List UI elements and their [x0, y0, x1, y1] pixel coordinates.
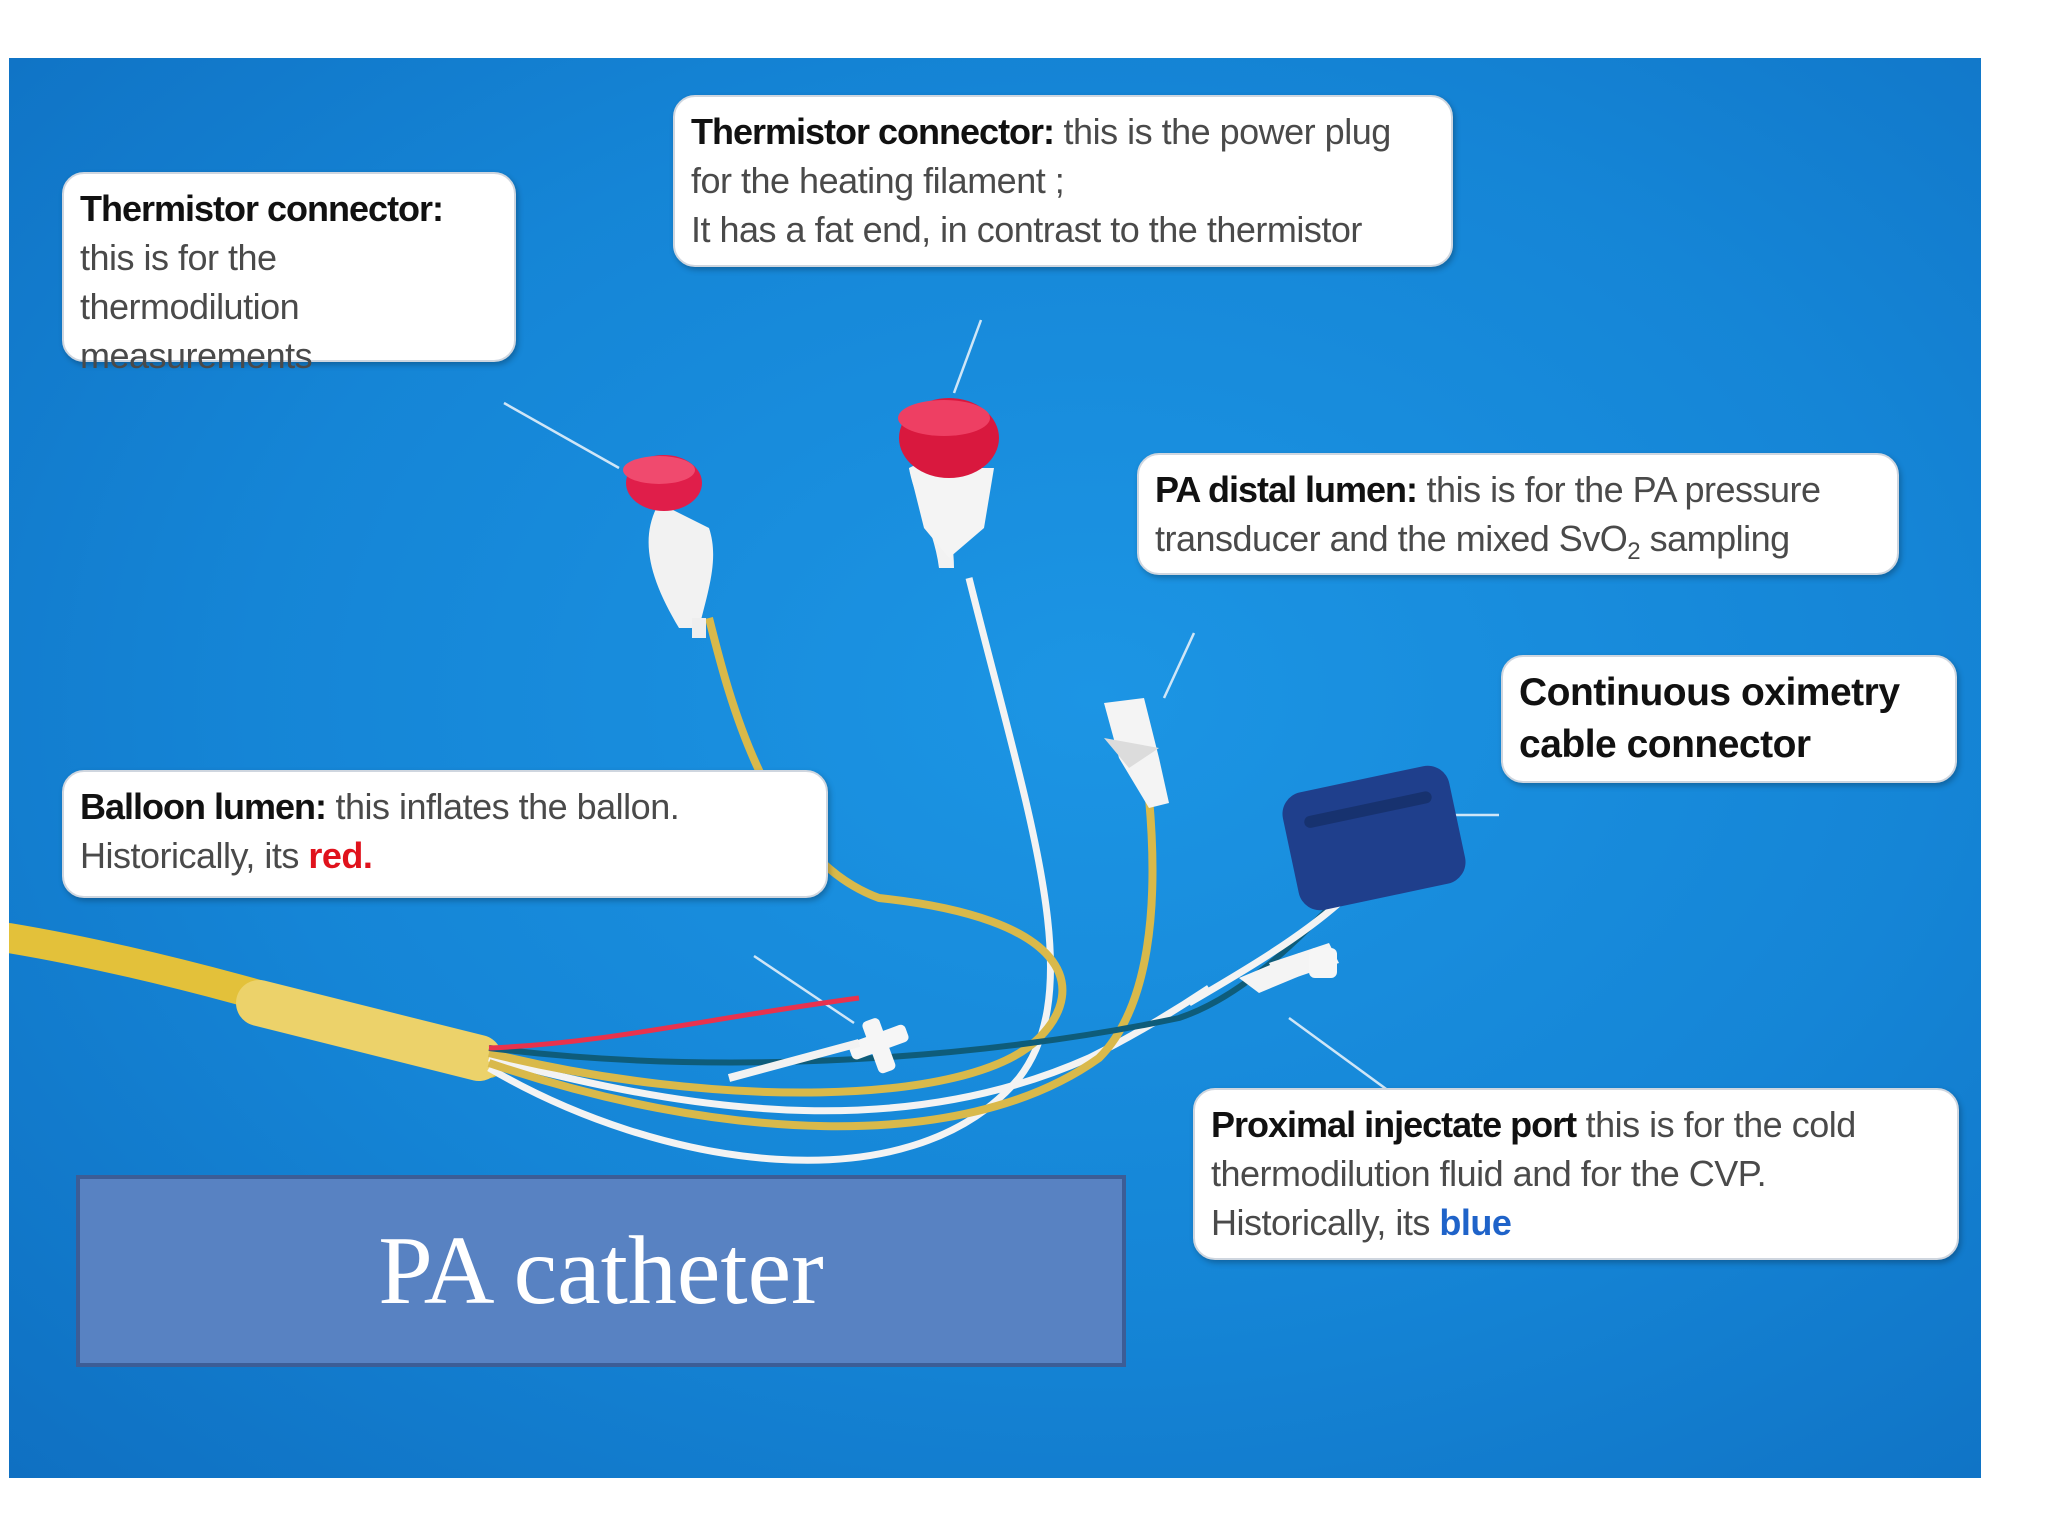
callout-line: Continuous oximetry: [1519, 671, 1900, 714]
callout-text: this is for the PA pressure: [1417, 469, 1822, 510]
balloon-stopcock: [727, 1018, 909, 1082]
color-word-blue: blue: [1439, 1202, 1512, 1243]
leader-thermistor-left: [503, 401, 620, 470]
title-banner: PA catheter: [76, 1175, 1126, 1367]
callout-text: this is for the cold: [1576, 1104, 1857, 1145]
callout-heading: PA distal lumen:: [1155, 469, 1418, 510]
callout-line: It has a fat end, in contrast to the the…: [691, 209, 1362, 250]
callout-balloon: Balloon lumen: this inflates the ballon.…: [62, 770, 828, 898]
leader-thermistor-top: [952, 319, 983, 394]
callout-text: Historically, its: [1211, 1202, 1440, 1243]
callout-line: this is for the thermodilution: [80, 237, 300, 327]
callout-text: Historically, its: [80, 835, 309, 876]
thermistor-connector-top: [898, 398, 999, 568]
callout-heading: Thermistor connector:: [691, 111, 1055, 152]
lumen-blue-proximal: [488, 905, 1332, 1066]
pa-distal-connector: [1104, 698, 1169, 808]
subscript: 2: [1627, 538, 1641, 566]
callout-oximetry: Continuous oximetry cable connector: [1501, 655, 1957, 783]
lumen-white-thermistor: [487, 577, 1054, 1164]
callout-text: transducer and the mixed SvO: [1155, 518, 1628, 559]
callout-line: measurements: [80, 335, 313, 376]
callout-line: thermodilution fluid and for the CVP.: [1211, 1153, 1767, 1194]
catheter-hub: [236, 980, 502, 1081]
leader-balloon: [753, 954, 855, 1025]
leader-pa-distal: [1162, 632, 1196, 699]
callout-line: cable connector: [1519, 723, 1811, 766]
callout-line: for the heating filament ;: [691, 160, 1065, 201]
callout-text: this inflates the ballon.: [326, 786, 680, 827]
lumen-white-oximetry: [1187, 900, 1342, 1007]
thermistor-connector-left: [623, 455, 714, 638]
oximetry-connector: [1282, 765, 1466, 911]
callout-thermistor-left: Thermistor connector: this is for the th…: [62, 172, 516, 376]
callout-heading: Proximal injectate port: [1211, 1104, 1577, 1145]
callout-text: this is the power plug: [1054, 111, 1392, 152]
callout-heading: Balloon lumen:: [80, 786, 327, 827]
title-text: PA catheter: [378, 1217, 824, 1325]
lumen-yellow-distal: [487, 797, 1157, 1131]
callout-thermistor-top: Thermistor connector: this is the power …: [673, 95, 1453, 267]
callout-pa-distal: PA distal lumen: this is for the PA pres…: [1137, 453, 1899, 575]
color-word-red: red.: [308, 835, 373, 876]
lumen-red-balloon: [488, 995, 860, 1051]
callout-text: sampling: [1640, 518, 1791, 559]
callout-proximal: Proximal injectate port this is for the …: [1193, 1088, 1959, 1260]
callout-heading: Thermistor connector:: [80, 188, 444, 229]
proximal-ports: [1239, 943, 1339, 993]
